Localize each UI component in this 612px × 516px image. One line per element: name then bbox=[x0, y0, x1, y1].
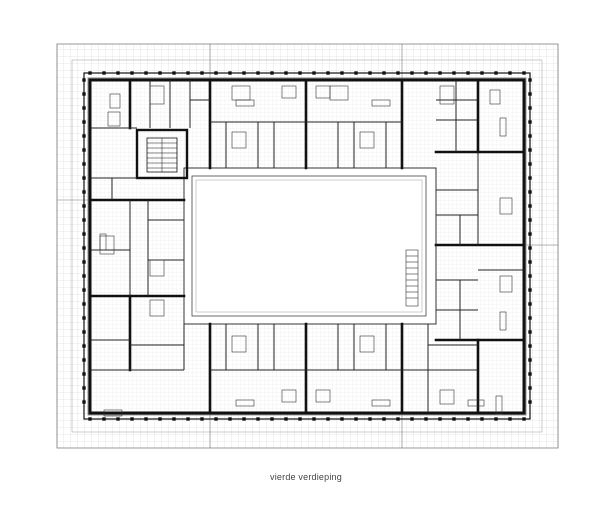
furniture bbox=[99, 85, 513, 417]
terrace-paving bbox=[56, 43, 559, 449]
plan-caption: vierde verdieping bbox=[270, 472, 342, 482]
balcony-railing bbox=[82, 71, 532, 421]
stair-core bbox=[135, 128, 189, 180]
courtyard-steps bbox=[405, 249, 419, 307]
load-bearing-walls bbox=[88, 78, 526, 415]
inner-courtyard bbox=[183, 167, 437, 325]
